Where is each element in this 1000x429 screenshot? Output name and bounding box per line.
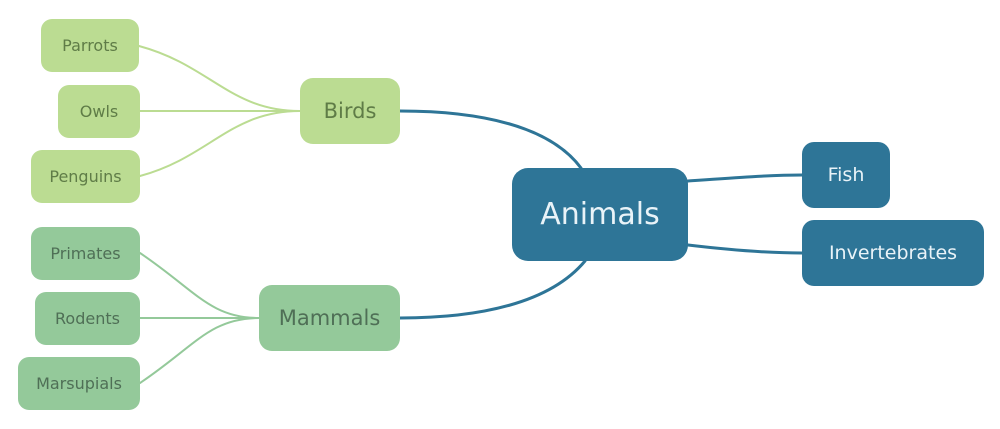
- node-animals[interactable]: Animals: [512, 168, 688, 261]
- node-primates-label: Primates: [50, 244, 121, 263]
- node-invertebrates-label: Invertebrates: [828, 242, 958, 264]
- node-penguins[interactable]: Penguins: [31, 150, 140, 203]
- node-owls-label: Owls: [79, 102, 119, 121]
- node-animals-label: Animals: [540, 197, 660, 232]
- link-animals-fish: [686, 173, 804, 183]
- link-birds-penguins: [139, 110, 301, 177]
- link-animals-invertebrates: [686, 243, 804, 255]
- node-invertebrates[interactable]: Invertebrates: [802, 220, 984, 286]
- node-penguins-label: Penguins: [49, 167, 122, 186]
- node-rodents[interactable]: Rodents: [35, 292, 140, 345]
- node-rodents-label: Rodents: [55, 309, 120, 328]
- node-marsupials[interactable]: Marsupials: [18, 357, 140, 410]
- link-mammals-marsupials: [139, 317, 260, 384]
- link-mammals-primates: [139, 252, 260, 319]
- node-owls[interactable]: Owls: [58, 85, 140, 138]
- node-birds-label: Birds: [323, 99, 377, 123]
- node-fish[interactable]: Fish: [802, 142, 890, 208]
- node-parrots-label: Parrots: [62, 36, 118, 55]
- node-fish-label: Fish: [827, 164, 865, 186]
- link-animals-mammals: [398, 259, 587, 320]
- node-mammals-label: Mammals: [278, 306, 381, 330]
- node-marsupials-label: Marsupials: [36, 374, 122, 393]
- link-birds-parrots: [138, 45, 301, 112]
- node-birds[interactable]: Birds: [300, 78, 400, 144]
- link-animals-birds: [398, 109, 583, 170]
- node-primates[interactable]: Primates: [31, 227, 140, 280]
- node-parrots[interactable]: Parrots: [41, 19, 139, 72]
- node-mammals[interactable]: Mammals: [259, 285, 400, 351]
